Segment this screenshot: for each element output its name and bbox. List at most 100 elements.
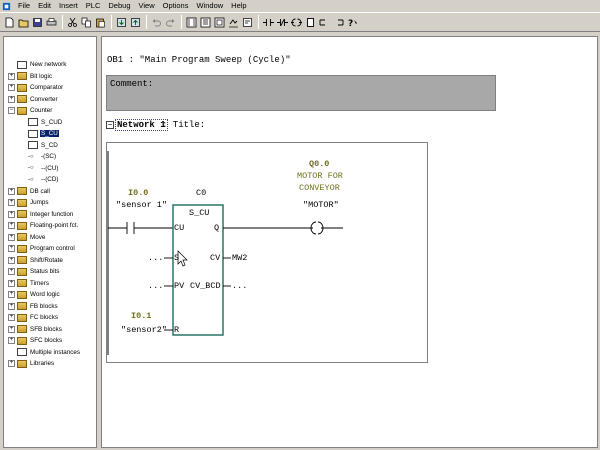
menu-help[interactable]: Help [231, 1, 247, 10]
s-input-operand[interactable]: ... [148, 253, 164, 263]
tree-item[interactable]: S_CU [4, 128, 96, 140]
tree-item[interactable]: + Word logic [4, 289, 96, 301]
folder-icon [17, 106, 27, 115]
collapse-icon[interactable]: − [8, 107, 15, 115]
coil-icon[interactable] [290, 15, 303, 29]
tree-item[interactable]: + Libraries [4, 358, 96, 370]
tree-item[interactable]: + Program control [4, 243, 96, 255]
expand-icon[interactable]: + [8, 72, 15, 80]
undo-icon[interactable] [150, 15, 163, 29]
tree-item-label: Counter [30, 107, 53, 115]
tree-item-label: Status bits [30, 268, 60, 276]
tree-item[interactable]: +DB call [4, 186, 96, 198]
contact-nc-icon[interactable] [276, 15, 289, 29]
expand-icon[interactable]: + [8, 95, 15, 103]
menu-window[interactable]: Window [196, 1, 224, 10]
menu-edit[interactable]: Edit [38, 1, 52, 10]
tree-item[interactable]: New network [4, 59, 96, 71]
help-icon[interactable]: ? [346, 15, 359, 29]
expand-icon[interactable]: + [8, 291, 15, 299]
menu-insert[interactable]: Insert [59, 1, 78, 10]
reference-icon[interactable] [241, 15, 254, 29]
tree-item[interactable]: -○--(CU) [4, 163, 96, 175]
tree-item-label: Program control [30, 245, 75, 253]
coil-comment-line2: CONVEYOR [299, 183, 340, 193]
new-icon[interactable] [3, 15, 16, 29]
panel-splitter[interactable] [97, 36, 101, 448]
expand-icon[interactable]: + [8, 256, 15, 264]
tree-item[interactable]: S_CUD [4, 117, 96, 129]
expand-icon[interactable]: + [8, 245, 15, 253]
tree-item[interactable]: +SFC blocks [4, 335, 96, 347]
tree-item[interactable]: Multiple instances [4, 347, 96, 359]
tree-item-label: Move [30, 233, 46, 241]
print-icon[interactable] [45, 15, 58, 29]
block-comment-field[interactable]: Comment: [106, 75, 496, 111]
expand-icon[interactable]: + [8, 84, 15, 92]
expand-icon[interactable]: + [8, 325, 15, 333]
menu-file[interactable]: File [18, 1, 31, 10]
upload-icon[interactable] [129, 15, 142, 29]
tree-item[interactable]: +Timers [4, 278, 96, 290]
monitor-icon[interactable] [227, 15, 240, 29]
menu-view[interactable]: View [138, 1, 155, 10]
cv-output-operand[interactable]: MW2 [232, 253, 248, 263]
expand-icon[interactable]: + [8, 302, 15, 310]
branch-close-icon[interactable] [332, 15, 345, 29]
tree-item[interactable]: +FB blocks [4, 301, 96, 313]
fbd-view-icon[interactable] [213, 15, 226, 29]
tree-item[interactable]: +Integer function [4, 209, 96, 221]
tree-item-label: Libraries [30, 360, 55, 368]
contact-i0-0[interactable] [126, 222, 135, 234]
tree-item[interactable]: +Converter [4, 94, 96, 106]
tree-item-label: S_CD [41, 141, 58, 149]
coil-comment-line1: MOTOR FOR [297, 171, 343, 181]
contact-no-icon[interactable] [262, 15, 275, 29]
tree-item-label: Word logic [30, 291, 60, 299]
tree-item[interactable]: +FC blocks [4, 312, 96, 324]
tree-item[interactable]: +SFB blocks [4, 324, 96, 336]
cut-icon[interactable] [66, 15, 79, 29]
tree-item[interactable]: +Floating-point fct. [4, 220, 96, 232]
tree-item[interactable]: -○-(SC) [4, 151, 96, 163]
paste-icon[interactable] [94, 15, 107, 29]
network-title: : Title: [162, 120, 206, 130]
counter-box[interactable] [172, 204, 224, 336]
box-icon[interactable] [304, 15, 317, 29]
tree-item[interactable]: − Counter [4, 105, 96, 117]
save-icon[interactable] [31, 15, 44, 29]
expand-icon[interactable]: + [8, 233, 15, 241]
open-icon[interactable] [17, 15, 30, 29]
instruction-tree-panel: New network+Bit logic+Comparator+Convert… [3, 36, 97, 448]
expand-icon[interactable]: + [8, 187, 15, 195]
tree-item[interactable]: + Move [4, 232, 96, 244]
expand-icon[interactable]: + [8, 314, 15, 322]
tree-item[interactable]: S_CD [4, 140, 96, 152]
expand-icon[interactable]: + [8, 222, 15, 230]
expand-icon[interactable]: + [8, 279, 15, 287]
tree-item[interactable]: + Status bits [4, 266, 96, 278]
tree-item[interactable]: -○--(CD) [4, 174, 96, 186]
copy-icon[interactable] [80, 15, 93, 29]
lad-view-icon[interactable] [185, 15, 198, 29]
expand-icon[interactable]: + [8, 199, 15, 207]
download-icon[interactable] [115, 15, 128, 29]
tree-item[interactable]: +Bit logic [4, 71, 96, 83]
redo-icon[interactable] [164, 15, 177, 29]
network-label[interactable]: Network 1 [115, 119, 168, 131]
tree-item[interactable]: +Jumps [4, 197, 96, 209]
expand-icon[interactable]: + [8, 210, 15, 218]
cv-bcd-output-operand[interactable]: ... [232, 281, 248, 291]
menu-options[interactable]: Options [162, 1, 189, 10]
menu-plc[interactable]: PLC [85, 1, 101, 10]
stl-view-icon[interactable] [199, 15, 212, 29]
expand-icon[interactable]: + [8, 268, 15, 276]
pv-input-operand[interactable]: ... [148, 281, 164, 291]
expand-icon[interactable]: + [8, 337, 15, 345]
network-collapse-toggle[interactable]: − [106, 120, 114, 129]
menu-debug[interactable]: Debug [108, 1, 131, 10]
tree-item[interactable]: +Shift/Rotate [4, 255, 96, 267]
tree-item[interactable]: +Comparator [4, 82, 96, 94]
branch-open-icon[interactable] [318, 15, 331, 29]
expand-icon[interactable]: + [8, 360, 15, 368]
